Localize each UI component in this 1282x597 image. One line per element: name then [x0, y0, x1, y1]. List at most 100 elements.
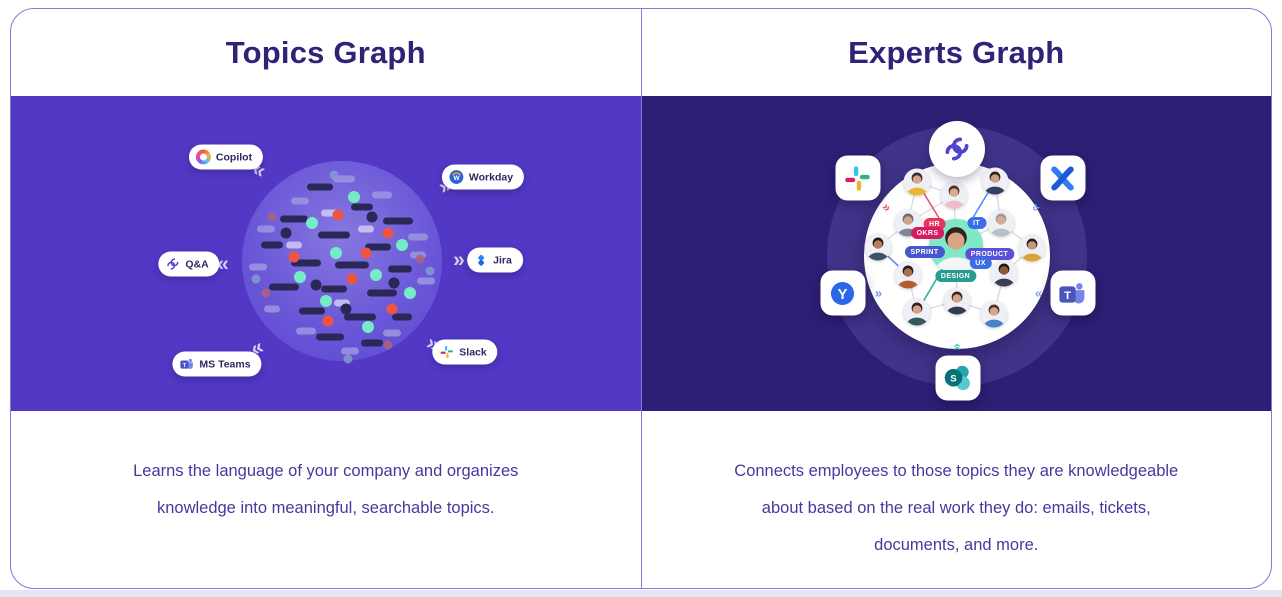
slack-icon-tile: [835, 155, 880, 201]
right-panel-title: Experts Graph: [848, 34, 1065, 70]
topic-dot: [370, 269, 382, 281]
yammer-icon-tile: Y: [820, 270, 865, 316]
description-line: Connects employees to those topics they …: [734, 462, 1179, 480]
topic-dash: [351, 203, 373, 211]
ms-teams-icon-tile: T: [1050, 270, 1095, 316]
topic-dot: [251, 274, 261, 284]
right-panel-header: Experts Graph: [642, 9, 1272, 96]
person-silhouette: [866, 237, 889, 261]
topic-dash: [321, 209, 339, 217]
expert-avatar: [980, 300, 1007, 328]
topic-dot: [348, 191, 360, 203]
confluence-icon: [1051, 166, 1074, 190]
topic-dash: [417, 277, 435, 285]
right-panel-description: Connects employees to those topics they …: [642, 411, 1272, 588]
svg-text:W: W: [453, 175, 460, 182]
expert-avatar: [1018, 234, 1045, 262]
topic-dot: [362, 321, 374, 333]
expert-avatar: [864, 233, 891, 261]
integration-pill-label: Q&A: [185, 258, 209, 270]
topic-tag-okrs: OKRS: [910, 227, 945, 239]
topic-dot: [288, 251, 300, 263]
description-line: documents, and more.: [874, 536, 1039, 554]
chevron-arrows-icon: »: [453, 248, 465, 272]
topic-tag-ux: UX: [969, 257, 992, 269]
left-panel-header: Topics Graph: [11, 9, 641, 96]
topic-dot: [340, 303, 352, 315]
chevron-arrows-icon: «: [950, 343, 965, 351]
person-silhouette: [983, 171, 1006, 195]
bottom-strip: [0, 590, 1282, 597]
topic-dot: [322, 315, 334, 327]
topic-dash: [291, 259, 321, 267]
ms-teams-icon: T: [180, 358, 193, 369]
topic-dot: [329, 170, 339, 180]
topic-dash: [307, 183, 333, 191]
topic-dot: [404, 287, 416, 299]
topic-dash: [249, 263, 267, 271]
expert-avatar: [940, 181, 967, 209]
jira-icon: [478, 254, 485, 266]
integration-pill-jira: Jira: [467, 247, 523, 273]
integration-pill-slack: Slack: [432, 339, 498, 365]
person-silhouette: [896, 265, 919, 289]
topic-dot: [343, 354, 353, 364]
person-silhouette: [989, 213, 1012, 237]
svg-text:S: S: [950, 373, 957, 384]
topic-dash: [334, 299, 350, 307]
expert-avatar: [990, 259, 1017, 287]
topic-dot: [294, 271, 306, 283]
person-silhouette: [992, 263, 1015, 287]
integration-pill-label: Copilot: [215, 151, 253, 163]
topic-dash: [261, 241, 283, 249]
topic-dash: [269, 283, 299, 291]
topic-dot: [310, 279, 322, 291]
ms-teams-icon: T: [1059, 282, 1085, 303]
person-silhouette: [905, 302, 928, 326]
topic-dot: [332, 209, 344, 221]
topic-dash: [341, 347, 359, 355]
topic-dot: [415, 254, 425, 264]
topic-dash: [372, 191, 392, 199]
yammer-icon: Y: [830, 281, 855, 305]
topic-dot: [386, 303, 398, 315]
expert-avatar: [987, 209, 1014, 237]
topic-dash: [367, 289, 397, 297]
topic-tag-design: DESIGN: [934, 270, 977, 282]
topic-dot: [366, 211, 378, 223]
topic-dash: [392, 313, 412, 321]
person-silhouette: [982, 304, 1005, 328]
topic-dash: [280, 215, 308, 223]
topic-dash: [296, 327, 316, 335]
topic-dash: [344, 313, 376, 321]
topic-dash: [299, 307, 325, 315]
topic-dash: [291, 197, 309, 205]
topic-dot: [383, 340, 393, 350]
starmind-icon: [167, 258, 179, 270]
experts-graph-panel: Experts Graph: [641, 9, 1272, 588]
topic-dash: [335, 261, 369, 269]
topic-dash: [318, 231, 350, 239]
slack-icon: [440, 345, 453, 359]
chevron-arrows-icon: «: [1034, 285, 1043, 301]
left-panel-description: Learns the language of your company and …: [11, 411, 641, 588]
slack-icon: [845, 165, 870, 191]
person-silhouette: [945, 291, 968, 315]
topic-dash: [383, 217, 413, 225]
confluence-icon-tile: [1040, 155, 1085, 201]
left-panel-title: Topics Graph: [225, 34, 426, 70]
svg-text:Y: Y: [838, 286, 848, 302]
topic-dash: [383, 329, 401, 337]
topic-dash: [286, 241, 302, 249]
description-line: about based on the real work they do: em…: [761, 499, 1151, 517]
person-silhouette: [942, 185, 965, 209]
starmind-logo-tile: [928, 121, 985, 177]
integration-pill-label: Jira: [493, 254, 512, 266]
topic-dot: [382, 227, 394, 239]
sharepoint-icon: S: [944, 365, 970, 390]
